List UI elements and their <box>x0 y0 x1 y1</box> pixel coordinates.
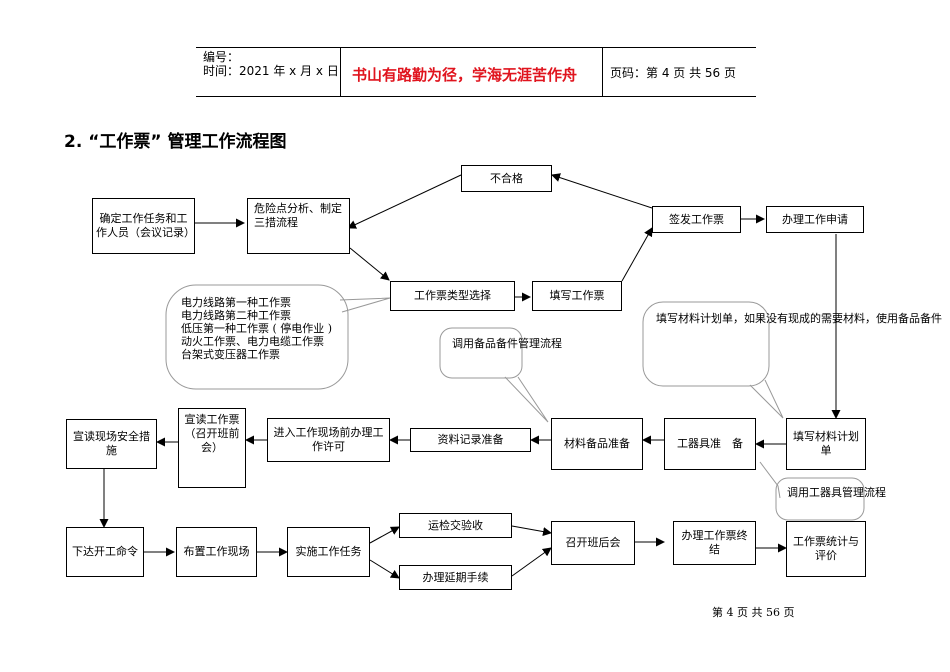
box-after-meeting: 召开班后会 <box>551 521 635 565</box>
material-plan-callout-tail <box>749 379 784 419</box>
header-top-rule <box>196 47 756 48</box>
box-hazard-analysis: 危险点分析、制定三措流程 <box>247 198 350 254</box>
box-docs-prep: 资料记录准备 <box>410 428 531 452</box>
tools-mgmt-callout <box>775 477 865 521</box>
header-time: 时间：2021 年 x 月 x 日 <box>203 64 339 78</box>
callout-ticket-type-3: 低压第一种工作票 ( 停电作业 ) <box>181 322 333 335</box>
box-read-ticket: 宣读工作票（召开班前会） <box>178 408 246 488</box>
header-divider-right <box>602 47 603 96</box>
box-material-prep: 材料备品准备 <box>551 418 643 470</box>
box-confirm-task: 确定工作任务和工作人员（会议记录） <box>92 198 195 254</box>
arrow-task-extend <box>369 559 400 579</box>
callout-material-plan: 填写材料计划单，如果没有现成的需要材料，使用备品备件 <box>656 312 942 325</box>
callout-ticket-type-2: 电力线路第二种工作票 <box>181 309 291 322</box>
box-execute-task: 实施工作任务 <box>287 527 370 577</box>
callout-ticket-type-5: 台架式变压器工作票 <box>181 348 280 361</box>
ticket-types-callout-tail <box>339 297 391 313</box>
box-ticket-stats: 工作票统计与评价 <box>786 521 866 577</box>
box-work-permit: 进入工作现场前办理工作许可 <box>267 418 390 462</box>
callout-tools-mgmt: 调用工器具管理流程 <box>787 486 886 499</box>
header-motto: 书山有路勤为径，学海无涯苦作舟 <box>352 66 578 84</box>
page-footer: 第 4 页 共 56 页 <box>712 606 795 619</box>
spare-parts-callout <box>439 327 523 379</box>
arrow-extend-meeting <box>511 547 552 577</box>
header-code: 编号： <box>203 50 240 64</box>
header-page: 页码：第 4 页 共 56 页 <box>610 66 736 80</box>
callout-ticket-type-1: 电力线路第一种工作票 <box>181 296 291 309</box>
box-apply-work: 办理工作申请 <box>766 206 864 233</box>
box-end-ticket: 办理工作票终结 <box>673 521 756 565</box>
box-announce-safety: 宣读现场安全措施 <box>66 419 157 469</box>
box-extension: 办理延期手续 <box>399 565 512 590</box>
box-start-order: 下达开工命令 <box>66 527 144 577</box>
box-ticket-type: 工作票类型选择 <box>390 281 515 311</box>
box-layout-site: 布置工作现场 <box>176 527 257 577</box>
box-fill-material-plan: 填写材料计划单 <box>786 418 866 470</box>
callout-spare-parts: 调用备品备件管理流程 <box>452 337 562 350</box>
box-fail: 不合格 <box>461 165 552 192</box>
arrow-fill-sign <box>621 227 653 282</box>
header-bottom-rule <box>196 96 756 97</box>
box-tools-prep: 工器具准 备 <box>664 418 756 470</box>
callout-ticket-type-4: 动火工作票、电力电缆工作票 <box>181 335 324 348</box>
spare-parts-callout-tail <box>504 376 549 423</box>
ticket-types-callout <box>165 284 349 390</box>
page-title: 2. “工作票” 管理工作流程图 <box>64 132 287 152</box>
material-plan-callout <box>642 301 770 387</box>
tools-mgmt-callout-tail <box>759 461 781 499</box>
box-acceptance: 运检交验收 <box>399 513 512 538</box>
arrow-fail-hazard <box>347 174 462 229</box>
box-fill-ticket: 填写工作票 <box>532 281 622 311</box>
arrow-sign-fail <box>551 173 653 209</box>
arrow-task-accept <box>369 526 400 544</box>
arrow-accept-meeting <box>511 525 552 537</box>
box-sign-ticket: 签发工作票 <box>652 206 741 233</box>
arrow-hazard-type <box>349 247 390 281</box>
header-divider-left <box>340 47 341 96</box>
